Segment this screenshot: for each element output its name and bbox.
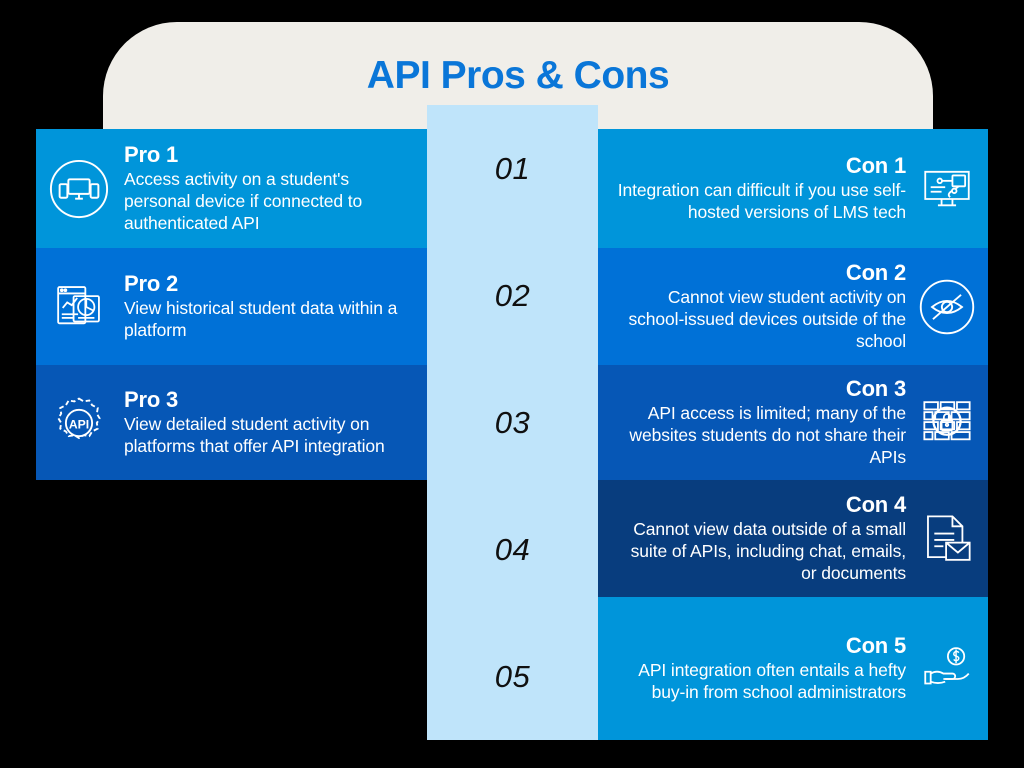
- hand-dollar-icon: [916, 638, 978, 700]
- con-row-2[interactable]: Con 2 Cannot view student activity on sc…: [598, 248, 988, 365]
- number-cell-1: 01: [494, 150, 531, 186]
- eye-slash-icon: [916, 276, 978, 338]
- number-cell-4: 04: [494, 531, 531, 567]
- con-body-2: Cannot view student activity on school-i…: [628, 286, 906, 351]
- con-text-1: Con 1 Integration can difficult if you u…: [614, 153, 916, 223]
- pro-text-1: Pro 1 Access activity on a student's per…: [124, 142, 490, 234]
- con-body-3: API access is limited; many of the websi…: [629, 402, 906, 467]
- con-body-5: API integration often entails a hefty bu…: [638, 659, 906, 702]
- pro-body-1: Access activity on a student's personal …: [124, 168, 363, 233]
- document-email-icon: [916, 508, 978, 570]
- svg-text:API: API: [69, 417, 89, 431]
- con-text-3: Con 3 API access is limited; many of the…: [614, 376, 916, 468]
- con-text-5: Con 5 API integration often entails a he…: [614, 633, 916, 703]
- pro-title-3: Pro 3: [124, 387, 179, 413]
- pro-text-2: Pro 2 View historical student data withi…: [124, 271, 490, 341]
- con-row-5[interactable]: Con 5 API integration often entails a he…: [598, 597, 988, 740]
- pro-row-2[interactable]: Pro 2 View historical student data withi…: [36, 248, 498, 365]
- pro-title-1: Pro 1: [124, 142, 179, 168]
- center-number-strip: 01 02 03 04 05: [427, 105, 598, 740]
- pro-row-3[interactable]: API Pro 3 View detailed student activity…: [36, 365, 498, 480]
- pro-body-3: View detailed student activity on platfo…: [124, 413, 385, 456]
- con-body-4: Cannot view data outside of a small suit…: [630, 518, 906, 583]
- pro-text-3: Pro 3 View detailed student activity on …: [124, 387, 490, 457]
- devices-icon: [48, 158, 110, 220]
- con-title-3: Con 3: [845, 376, 906, 402]
- con-row-3[interactable]: Con 3 API access is limited; many of the…: [598, 365, 988, 480]
- firewall-lock-icon: [916, 392, 978, 454]
- number-cell-3: 03: [494, 404, 531, 440]
- con-body-1: Integration can difficult if you use sel…: [617, 179, 906, 222]
- con-text-2: Con 2 Cannot view student activity on sc…: [614, 260, 916, 352]
- con-row-1[interactable]: Con 1 Integration can difficult if you u…: [598, 129, 988, 248]
- number-cell-5: 05: [494, 658, 531, 694]
- con-text-4: Con 4 Cannot view data outside of a smal…: [614, 492, 916, 584]
- cons-column: Con 1 Integration can difficult if you u…: [598, 129, 988, 740]
- con-title-1: Con 1: [845, 153, 906, 179]
- page-title: API Pros & Cons: [366, 54, 670, 97]
- api-gear-icon: API: [48, 392, 110, 454]
- data-report-icon: [48, 276, 110, 338]
- pro-body-2: View historical student data within a pl…: [124, 297, 398, 340]
- con-title-5: Con 5: [845, 633, 906, 659]
- number-cell-2: 02: [494, 277, 531, 313]
- pro-row-1[interactable]: Pro 1 Access activity on a student's per…: [36, 129, 498, 248]
- pro-title-2: Pro 2: [124, 271, 179, 297]
- con-title-2: Con 2: [845, 260, 906, 286]
- con-title-4: Con 4: [845, 492, 906, 518]
- monitor-network-icon: [916, 158, 978, 220]
- con-row-4[interactable]: Con 4 Cannot view data outside of a smal…: [598, 480, 988, 597]
- pros-column: Pro 1 Access activity on a student's per…: [36, 129, 498, 480]
